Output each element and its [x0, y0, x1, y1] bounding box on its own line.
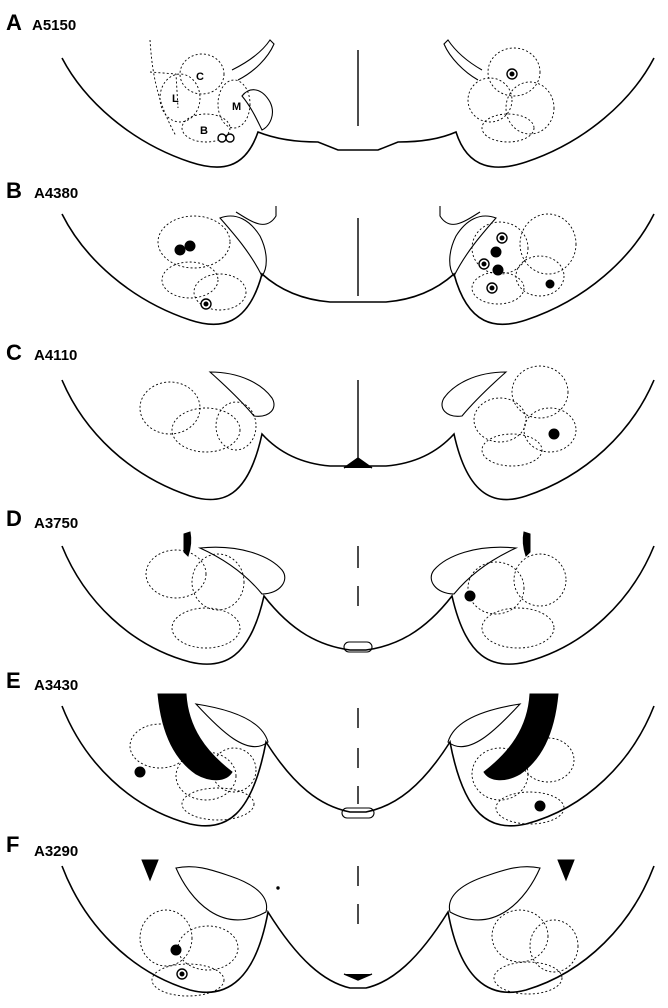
panel-f-right-nucleus-1	[492, 910, 548, 962]
panel-b-right-nucleus-3	[516, 256, 564, 296]
panel-f-coordinate: A3290	[34, 843, 78, 860]
panel-d-left-nucleus-3	[172, 608, 240, 648]
filled-circle-marker	[491, 247, 501, 257]
label-lateral-nucleus: L	[172, 93, 179, 105]
panel-d-left-nucleus-1	[146, 550, 206, 598]
panel-a-left-ventricle	[232, 40, 274, 80]
panel-e: E A3430	[6, 668, 654, 826]
panel-a-left-tract	[242, 90, 272, 130]
panel-c-coordinate: A4110	[34, 347, 77, 364]
panel-c-midline	[344, 380, 372, 468]
panel-f-left-tract	[176, 867, 267, 920]
panel-b-left-ventricle	[236, 206, 276, 224]
panel-c: C A4110	[6, 340, 654, 500]
filled-circle-marker	[535, 801, 545, 811]
panel-c-left-nucleus-3	[216, 402, 256, 450]
panel-d-right-nucleus-3	[482, 608, 554, 648]
filled-circle-marker	[546, 280, 554, 288]
open-circle-marker	[226, 134, 234, 142]
panel-b-left-nucleus-1	[158, 216, 230, 268]
panel-e-midline-base	[342, 808, 374, 818]
panel-e-left-nucleus-4	[182, 788, 254, 820]
panel-a-coordinate: A5150	[32, 17, 76, 34]
panel-f-right-ventricle	[558, 860, 574, 880]
panel-f-speck	[277, 887, 279, 889]
panel-e-right-nucleus-3	[496, 792, 564, 824]
filled-circle-marker	[171, 945, 181, 955]
panel-d-left-nucleus-2	[192, 554, 244, 610]
panel-d-letter: D	[6, 506, 22, 531]
filled-circle-marker	[135, 767, 145, 777]
panel-b-right-ventricle	[440, 206, 480, 224]
panel-e-left-tract	[196, 704, 268, 747]
panel-a: A A5150 C L M B	[6, 10, 654, 167]
panel-d-left-ventricle	[184, 532, 191, 556]
panel-b-letter: B	[6, 178, 22, 203]
open-circle-marker-center	[204, 302, 208, 306]
panel-f-midline	[344, 866, 372, 980]
panel-b: B A4380	[6, 178, 654, 324]
panel-a-right-nucleus-3	[506, 82, 554, 134]
panel-d-right-ventricle	[523, 532, 530, 556]
open-circle-marker-center	[482, 262, 486, 266]
open-circle-marker-center	[510, 72, 514, 76]
panel-f-letter: F	[6, 832, 19, 857]
panel-d-right-tract	[431, 547, 516, 594]
panel-b-left-nucleus-2	[162, 262, 218, 298]
filled-circle-marker	[493, 265, 503, 275]
panel-e-right-ventricle	[484, 694, 558, 780]
panel-b-right-nucleus-4	[472, 272, 524, 304]
filled-circle-marker	[185, 241, 195, 251]
panel-e-coordinate: A3430	[34, 677, 78, 694]
open-circle-marker	[218, 134, 226, 142]
panel-c-right-tract	[442, 372, 506, 416]
panel-c-right-nucleus-3	[524, 408, 576, 452]
panel-f-left-ventricle	[142, 860, 158, 880]
panel-f-right-nucleus-2	[530, 920, 578, 972]
panel-e-right-tract	[448, 704, 520, 747]
panel-d: D A3750	[6, 506, 654, 664]
panel-b-coordinate: A4380	[34, 185, 78, 202]
panel-c-letter: C	[6, 340, 22, 365]
panel-a-left-outline	[150, 40, 178, 136]
open-circle-marker-center	[500, 236, 504, 240]
panel-e-left-ventricle	[158, 694, 232, 780]
panel-b-right-nucleus-2	[520, 214, 576, 274]
panel-b-left-tract	[220, 216, 266, 276]
panel-c-right-nucleus-1	[512, 366, 568, 418]
open-circle-marker-center	[490, 286, 494, 290]
panel-a-letter: A	[6, 10, 22, 35]
panel-c-left-nucleus-2	[172, 408, 240, 452]
panel-a-right-nucleus-2	[468, 78, 512, 122]
filled-circle-marker	[549, 429, 559, 439]
panel-d-right-nucleus-2	[514, 554, 566, 606]
panel-a-nucleus-lateral	[160, 74, 200, 122]
label-central-nucleus: C	[196, 71, 204, 83]
panel-d-coordinate: A3750	[34, 515, 78, 532]
panel-a-right-ventricle	[444, 40, 482, 80]
panel-c-left-tract	[210, 372, 274, 416]
filled-circle-marker	[175, 245, 185, 255]
panel-d-left-tract	[200, 547, 285, 594]
label-basal-nucleus: B	[200, 125, 208, 137]
panel-f-left-nucleus-2	[178, 926, 238, 970]
panel-f-left-nucleus-1	[140, 910, 192, 966]
open-circle-marker-center	[180, 972, 184, 976]
filled-circle-marker	[465, 591, 475, 601]
panel-f: F A3290	[6, 832, 654, 996]
label-medial-nucleus: M	[232, 101, 241, 113]
panel-b-right-tract	[450, 216, 496, 276]
panel-c-right-nucleus-4	[482, 434, 542, 466]
panel-f-right-tract	[449, 867, 540, 920]
panel-c-left-nucleus-1	[140, 382, 200, 434]
panel-e-letter: E	[6, 668, 21, 693]
